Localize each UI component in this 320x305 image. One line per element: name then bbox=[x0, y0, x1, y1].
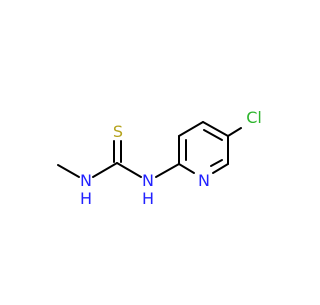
bonds bbox=[57, 121, 242, 178]
chlorine-label: Cl bbox=[246, 108, 262, 127]
bond-nh-carbon bbox=[92, 162, 118, 178]
bond-carbon-nh bbox=[116, 162, 142, 178]
sulfur-label: S bbox=[113, 122, 123, 141]
bond-ring-c4-c5 bbox=[202, 121, 229, 137]
bond-c-cl bbox=[227, 127, 242, 137]
bond-ring-c6-n1-inner bbox=[210, 159, 223, 167]
bond-ring-c4-c5-inner bbox=[203, 129, 223, 141]
structure-canvas: S Cl N N H N H bbox=[57, 108, 262, 208]
amine-hydrogen-left-label: H bbox=[80, 189, 92, 208]
amine-hydrogen-right-label: H bbox=[142, 189, 154, 208]
pyridine-nitrogen-label: N bbox=[198, 171, 210, 190]
molecule-structure: S Cl N N H N H bbox=[57, 108, 262, 208]
amine-nitrogen-left-label: N bbox=[80, 171, 92, 190]
amine-nitrogen-right-label: N bbox=[142, 171, 154, 190]
bond-ring-c6-n1 bbox=[212, 163, 229, 174]
bond-ring-n1-c2 bbox=[178, 163, 195, 174]
bond-nh-ring bbox=[155, 163, 180, 178]
bond-ring-c3-c4 bbox=[178, 121, 204, 137]
bond-methyl-nh bbox=[57, 164, 80, 178]
